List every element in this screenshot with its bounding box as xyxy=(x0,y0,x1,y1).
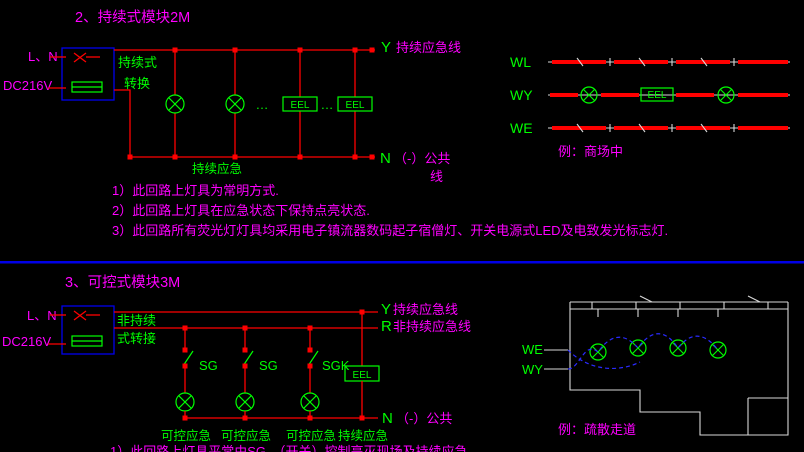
lamp-icon xyxy=(165,94,185,114)
wy3-label: WY xyxy=(522,362,543,377)
lamp-caption-2m: 持续应急 xyxy=(192,161,242,176)
eel-label: EEL xyxy=(648,90,667,101)
mall-caption: 例：商场中 xyxy=(558,144,623,159)
cap-continuous: 持续应急 xyxy=(338,428,388,443)
section2-ln-label: L、N xyxy=(28,49,58,64)
note-1: 1）此回路上灯具为常明方式. xyxy=(112,183,279,198)
note-3: 3）此回路所有荧光灯灯具均采用电子镇流器数码起子宿僧灯、开关电源式LED及电致发… xyxy=(112,223,668,238)
eel-box xyxy=(337,96,373,112)
section3-dc-label: DC216V xyxy=(2,334,51,349)
eel-column-3m: EEL xyxy=(344,312,380,418)
section3-ln-label: L、N xyxy=(27,308,57,323)
section2-title: 2、持续式模块2M xyxy=(75,9,190,26)
note-2: 2）此回路上灯具在应急状态下保持点亮状态. xyxy=(112,203,370,218)
section2-dc-label: DC216V xyxy=(3,78,52,93)
wy-label: WY xyxy=(510,87,533,103)
y3-line-letter: Y xyxy=(381,301,391,318)
section-3m-schematic: 3、可控式模块3M L、N DC216V 非持续 式转接 xyxy=(2,274,471,452)
ellipsis: … xyxy=(321,97,334,112)
y3-line-label: 持续应急线 xyxy=(393,302,458,317)
converter-label-line1: 持续式 xyxy=(118,55,157,70)
converter-label-line2: 转换 xyxy=(124,76,150,91)
lamp-icon xyxy=(175,392,195,412)
lamp-icon xyxy=(709,341,727,359)
note3m-1: 1）此回路上灯具平常由SG、（开关）控制亮灭现场及持续应急. xyxy=(110,444,471,452)
sgk-label: SGK xyxy=(322,358,350,373)
lamp-icon xyxy=(225,94,245,114)
section3-title: 3、可控式模块3M xyxy=(65,274,180,291)
sg-label-2: SG xyxy=(259,358,278,373)
switched-column-3 xyxy=(300,328,320,418)
n-line-letter: N xyxy=(380,150,391,167)
r3-line-letter: R xyxy=(381,318,392,335)
n3-line-label: （-）公共 xyxy=(396,411,452,426)
lamp-icon xyxy=(669,339,687,357)
we-label: WE xyxy=(510,120,533,136)
converter3-label-line1: 非持续 xyxy=(117,313,156,328)
converter-box-3m xyxy=(48,305,115,355)
cap-controllable-2: 可控应急 xyxy=(221,428,271,443)
r3-line-label: 非持续应急线 xyxy=(393,319,471,334)
converter-box-2m xyxy=(48,47,115,101)
we-cable xyxy=(548,123,790,133)
eel-box xyxy=(282,96,318,112)
n-line-label: （-）公共 xyxy=(394,151,450,166)
section-divider xyxy=(0,261,804,264)
switched-column-1 xyxy=(175,328,195,418)
corridor-example: WE WY 例：疏散走 xyxy=(522,295,789,437)
wl-cable xyxy=(548,57,790,67)
y-line-label: 持续应急线 xyxy=(396,40,461,55)
wy-cable: EEL xyxy=(548,86,790,104)
section-2m-schematic: 2、持续式模块2M L、N DC216V 持续式 转换 … xyxy=(3,9,668,238)
room-outline xyxy=(569,295,789,436)
we3-label: WE xyxy=(522,342,543,357)
wiring-dashed-2 xyxy=(567,349,641,370)
n-line-label2: 线 xyxy=(430,169,443,184)
wiring-dashed xyxy=(567,333,719,370)
lamp-icon xyxy=(235,392,255,412)
eel-label: EEL xyxy=(291,100,310,111)
eel-label: EEL xyxy=(353,370,372,381)
cap-controllable-3: 可控应急 xyxy=(286,428,336,443)
switched-column-2 xyxy=(235,328,255,418)
y-line-letter: Y xyxy=(381,39,391,56)
lamp-icon xyxy=(300,392,320,412)
n3-line-letter: N xyxy=(382,410,393,427)
corridor-caption: 例：疏散走道 xyxy=(558,422,636,437)
eel-label: EEL xyxy=(346,100,365,111)
eel-box xyxy=(640,87,674,102)
cap-controllable-1: 可控应急 xyxy=(161,428,211,443)
mall-example: WL WY WE EEL xyxy=(510,54,790,159)
converter3-label-line2: 式转接 xyxy=(117,331,156,346)
sg-label-1: SG xyxy=(199,358,218,373)
ellipsis: … xyxy=(256,97,269,112)
n-feed-2m xyxy=(114,89,131,157)
wl-label: WL xyxy=(510,54,531,70)
lamp-icon xyxy=(589,343,607,361)
